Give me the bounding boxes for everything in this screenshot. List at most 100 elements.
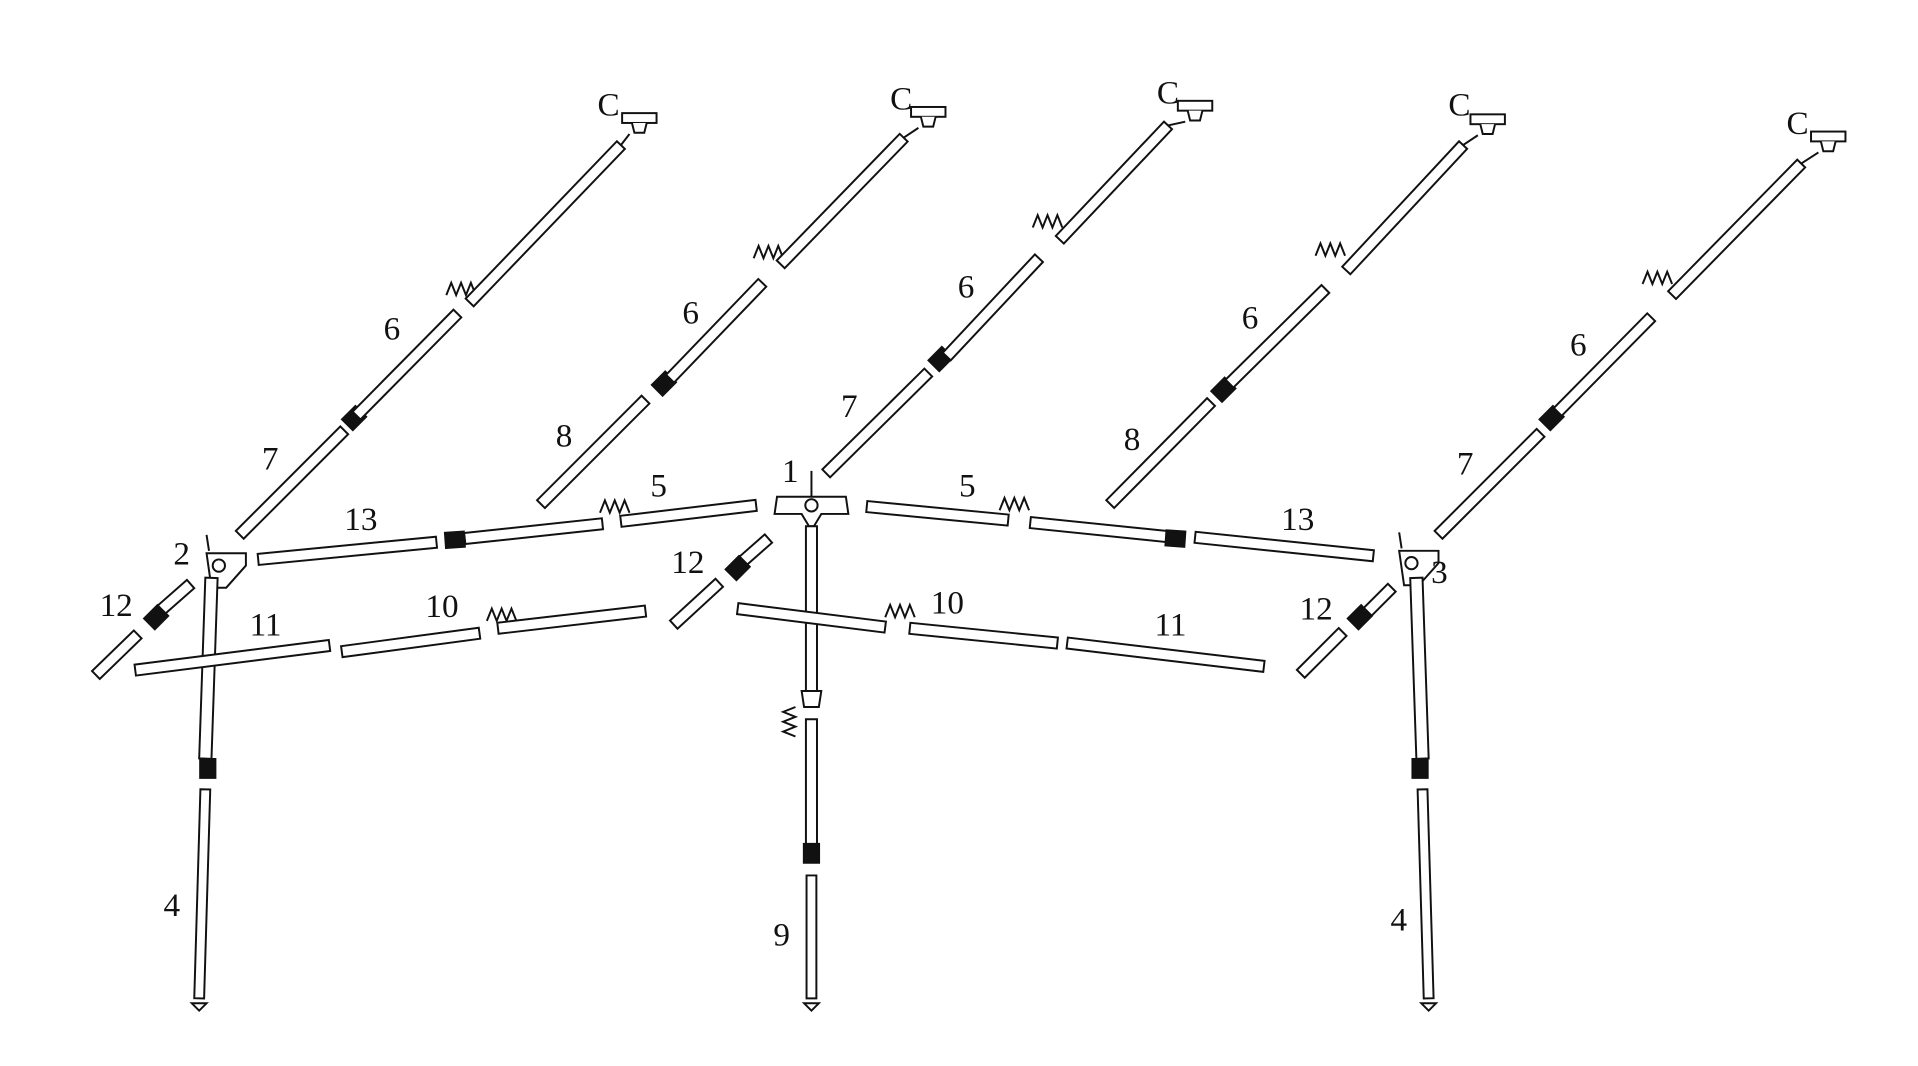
lock-joint <box>443 530 466 550</box>
label-c-2: C <box>890 80 912 117</box>
spring <box>599 497 631 516</box>
clip-fitting <box>1469 113 1506 126</box>
tube <box>1224 283 1331 389</box>
tube <box>90 629 143 681</box>
label-13-right: 13 <box>1281 501 1314 538</box>
spring <box>1031 212 1064 231</box>
label-1: 1 <box>782 453 799 490</box>
label-2: 2 <box>173 535 190 572</box>
tube <box>664 277 768 384</box>
corner-fitting <box>211 558 226 573</box>
tube <box>198 576 219 760</box>
tube <box>1433 427 1546 541</box>
tube <box>1666 158 1807 301</box>
tube <box>1416 788 1435 1000</box>
label-4-left: 4 <box>164 887 181 924</box>
tube <box>865 499 1010 527</box>
label-c-1: C <box>598 87 620 124</box>
ridge-center-fitting <box>804 498 819 513</box>
label-11-left: 11 <box>250 607 282 644</box>
clip-fitting <box>919 116 937 128</box>
label-12-center: 12 <box>671 544 704 581</box>
label-5-right: 5 <box>959 468 976 505</box>
clip-fitting <box>1186 110 1204 122</box>
label-12-left: 12 <box>100 587 133 624</box>
tube <box>339 626 482 659</box>
tube <box>1193 530 1375 563</box>
label-7-r3: 7 <box>841 388 858 425</box>
corner-fitting <box>205 534 210 551</box>
tube <box>668 577 725 631</box>
tube <box>908 621 1059 650</box>
lock-joint <box>802 842 821 864</box>
tube <box>1552 311 1657 418</box>
lock-joint <box>724 554 752 582</box>
clip-fitting <box>1810 130 1847 143</box>
frame-parts <box>90 99 1847 1013</box>
label-6-r2: 6 <box>682 294 699 331</box>
clip-fitting <box>1176 99 1214 112</box>
connector <box>1167 120 1186 127</box>
clip-fitting <box>621 112 658 124</box>
spring <box>884 602 916 620</box>
label-7-r1: 7 <box>262 441 279 478</box>
spring <box>752 243 785 261</box>
tube <box>1028 515 1176 544</box>
tube <box>1104 396 1217 510</box>
spring <box>1641 269 1674 287</box>
clip-fitting <box>910 105 947 118</box>
label-8-r2: 8 <box>556 417 573 454</box>
label-12-right: 12 <box>1300 591 1333 628</box>
label-3: 3 <box>1431 554 1448 591</box>
corner-fitting <box>1404 555 1419 571</box>
label-5-left: 5 <box>650 468 667 505</box>
tube <box>775 132 910 270</box>
tube <box>619 498 758 528</box>
lock-joint <box>1346 603 1374 631</box>
lock-joint <box>199 758 217 779</box>
label-4-right: 4 <box>1391 902 1408 939</box>
tube <box>535 394 651 510</box>
label-10-left: 10 <box>425 588 458 625</box>
clip-fitting <box>631 122 648 134</box>
tube <box>941 253 1045 362</box>
connector <box>1462 134 1479 146</box>
clip-fitting <box>1819 141 1837 153</box>
tube <box>351 308 463 421</box>
spring <box>445 280 477 298</box>
tube <box>805 874 818 1000</box>
label-6-r4: 6 <box>1242 299 1259 336</box>
lock-joint <box>1164 529 1187 548</box>
connector <box>903 127 919 139</box>
tube <box>464 139 627 308</box>
tube <box>496 604 648 635</box>
label-6-r5: 6 <box>1570 326 1587 363</box>
ground-spike <box>189 1002 209 1013</box>
tube <box>804 718 818 847</box>
label-11-right: 11 <box>1154 607 1186 644</box>
label-6-r1: 6 <box>384 310 401 347</box>
label-8-r4: 8 <box>1124 421 1141 458</box>
leg-fitting <box>800 690 823 708</box>
tube <box>256 535 439 567</box>
tube <box>1054 120 1174 245</box>
label-c-5: C <box>1786 105 1808 142</box>
label-7-r5: 7 <box>1457 446 1474 483</box>
lock-joint <box>142 603 170 631</box>
tube <box>133 638 332 677</box>
spring <box>485 605 518 624</box>
lock-joint <box>1411 758 1429 779</box>
label-c-3: C <box>1157 74 1179 111</box>
corner-fitting <box>1398 532 1403 549</box>
tube <box>804 525 818 692</box>
ground-spike <box>1418 1002 1439 1013</box>
label-10-right: 10 <box>931 585 964 622</box>
label-c-4: C <box>1448 87 1470 124</box>
spring <box>998 495 1030 513</box>
connector <box>1800 151 1819 165</box>
label-9: 9 <box>773 917 790 954</box>
label-13-left: 13 <box>344 501 377 538</box>
tube <box>463 517 605 546</box>
tube <box>1065 636 1266 673</box>
